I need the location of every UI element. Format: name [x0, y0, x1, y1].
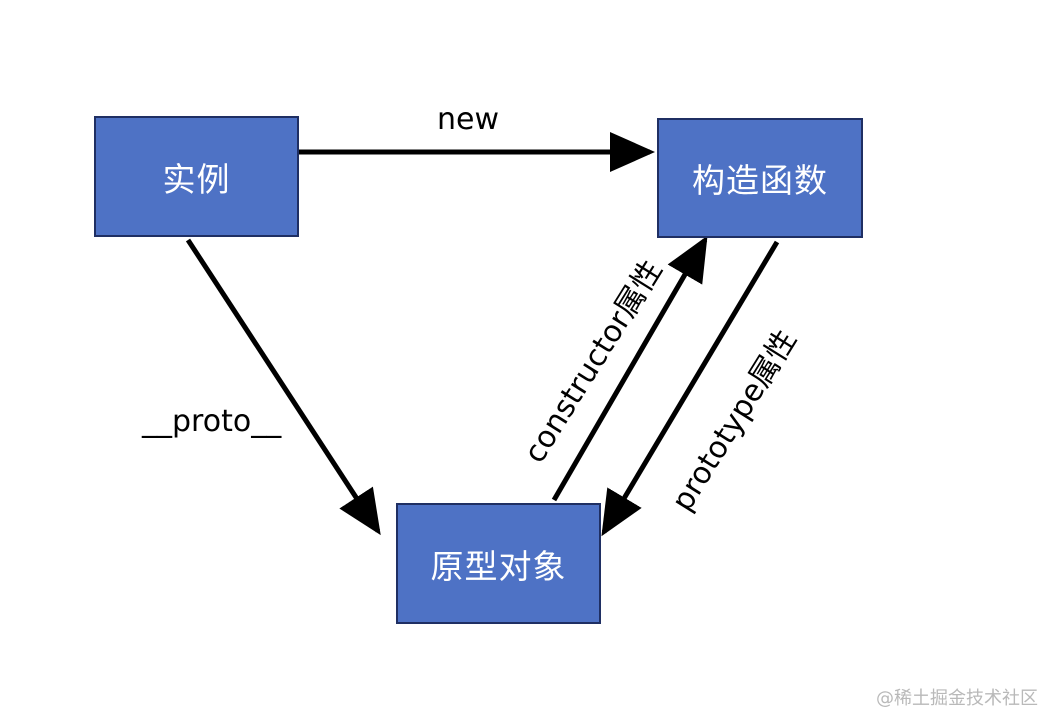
edge-label-proto: __proto__	[142, 404, 282, 439]
edge-proto	[185, 238, 381, 536]
node-instance: 实例	[94, 116, 299, 237]
edge-prototype-prop	[601, 240, 780, 537]
edge-constructor-prop	[551, 235, 708, 502]
node-prototype-label: 原型对象	[430, 546, 567, 586]
node-prototype: 原型对象	[396, 503, 601, 624]
node-constructor-label: 构造函数	[692, 161, 828, 200]
watermark-text: @稀土掘金技术社区	[876, 688, 1038, 709]
node-constructor: 构造函数	[657, 118, 863, 238]
edge-label-new: new	[437, 102, 500, 137]
node-instance-label: 实例	[162, 159, 231, 199]
